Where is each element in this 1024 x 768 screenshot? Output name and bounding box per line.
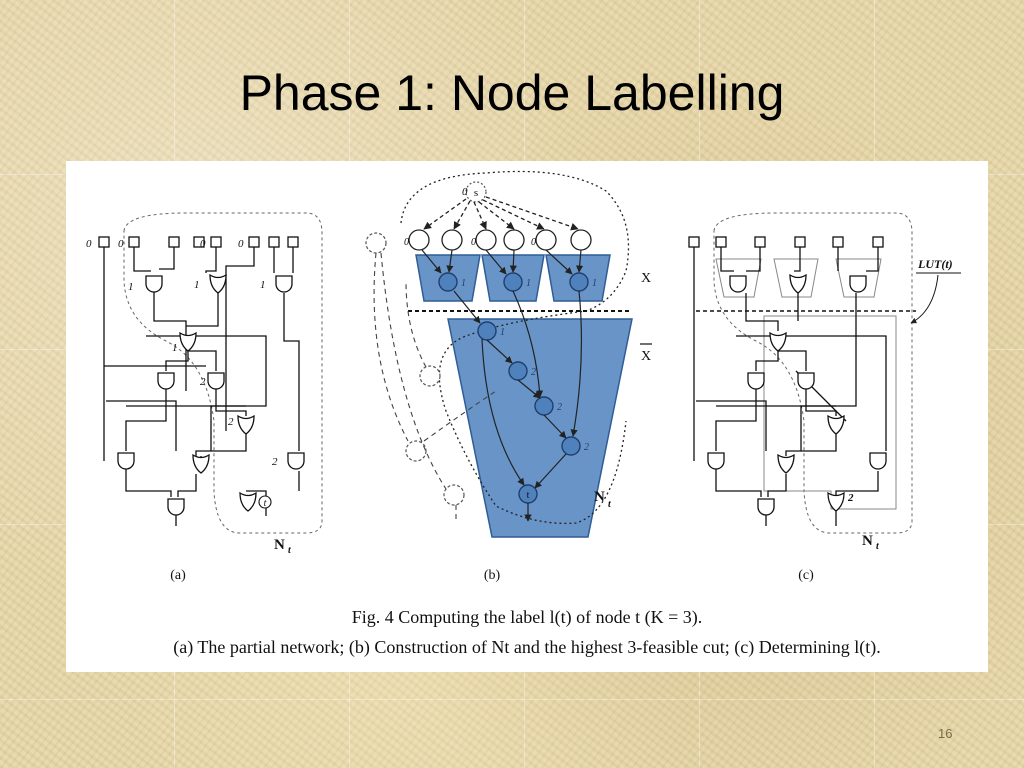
panel-a-input-label: 0	[118, 238, 124, 250]
panel-b-caption: (b)	[484, 568, 501, 583]
panel-c-target-label: 2	[847, 492, 854, 504]
panel-b-source-label: s	[474, 187, 478, 199]
panel-b-cut-xbar-label: X	[641, 349, 651, 364]
panel-b-target-label: t	[527, 490, 530, 501]
panel-b-input-label: 0	[404, 237, 409, 248]
figure-caption-line-2: (a) The partial network; (b) Constructio…	[173, 637, 881, 657]
panel-a-partial-network: 0 0 0 0 1 1 1 1 2 2 2	[86, 212, 323, 583]
panel-a-gate-label: 1	[260, 279, 266, 291]
panel-c-network-subscript: t	[876, 541, 880, 552]
figure-caption-line-1: Fig. 4 Computing the label l(t) of node …	[351, 607, 703, 627]
panel-a-gate-label: 2	[200, 376, 206, 388]
panel-b-input-label: 0	[531, 237, 536, 248]
panel-b-network-subscript: t	[608, 499, 612, 510]
panel-a-gate-label: 2	[228, 416, 234, 428]
panel-a-gate-label: 1	[172, 342, 178, 354]
figure-panel: 0 0 0 0 1 1 1 1 2 2 2	[66, 161, 988, 672]
panel-a-input-label: 0	[200, 238, 206, 250]
panel-b-network-label: N	[594, 489, 605, 505]
figure-diagram: 0 0 0 0 1 1 1 1 2 2 2	[86, 170, 961, 583]
panel-a-gate-label: 1	[128, 281, 134, 293]
panel-a-caption: (a)	[170, 568, 186, 583]
panel-a-input-label: 0	[86, 238, 92, 250]
panel-b-node-label: 1	[461, 278, 466, 289]
panel-a-target-label: t	[264, 498, 267, 509]
panel-b-cut-x-label: X	[641, 271, 651, 286]
panel-a-network-label: N	[274, 537, 285, 553]
panel-b-node-label: 1	[526, 278, 531, 289]
panel-c-lut-determination: 2 LUT(t) N t (c)	[688, 212, 961, 583]
panel-b-node-label: 2	[531, 367, 536, 378]
panel-b-source-value: 0	[462, 186, 468, 198]
panel-b-node-label: 2	[584, 442, 589, 453]
panel-a-network-subscript: t	[288, 545, 292, 556]
panel-c-caption: (c)	[798, 568, 814, 583]
panel-a-gate-label: 1	[194, 279, 200, 291]
panel-c-lut-label: LUT(t)	[917, 257, 953, 271]
panel-b-node-label: 1	[500, 327, 505, 338]
panel-a-input-label: 0	[238, 238, 244, 250]
panel-b-node-label: 2	[557, 402, 562, 413]
panel-b-input-label: 0	[471, 237, 476, 248]
slide-number: 16	[938, 726, 953, 741]
panel-a-inputs	[98, 236, 299, 248]
panel-b-node-label: 1	[592, 278, 597, 289]
panel-b-flow-network: s 0 0 0 0	[365, 170, 652, 583]
panel-a-gates	[117, 274, 305, 516]
panel-a-gate-label: 2	[272, 456, 278, 468]
panel-c-network-label: N	[862, 533, 873, 549]
slide-title: Phase 1: Node Labelling	[239, 65, 785, 121]
panel-c-inputs	[688, 236, 884, 248]
